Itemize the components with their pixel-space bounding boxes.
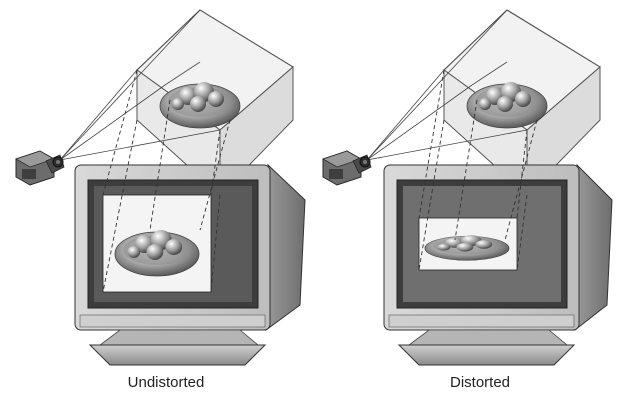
caption-undistorted: Undistorted xyxy=(127,374,205,391)
right-panel xyxy=(322,9,613,366)
projection-lines xyxy=(102,69,231,293)
view-frustum xyxy=(443,9,601,197)
caption-distorted: Distorted xyxy=(449,374,511,391)
crt-monitor xyxy=(383,163,613,366)
left-panel xyxy=(15,9,306,366)
camera-icon xyxy=(322,150,372,186)
view-frustum xyxy=(136,9,294,197)
projection-lines xyxy=(418,69,538,271)
camera-rays xyxy=(366,9,528,161)
camera-icon xyxy=(15,150,65,186)
camera-rays xyxy=(59,9,221,161)
